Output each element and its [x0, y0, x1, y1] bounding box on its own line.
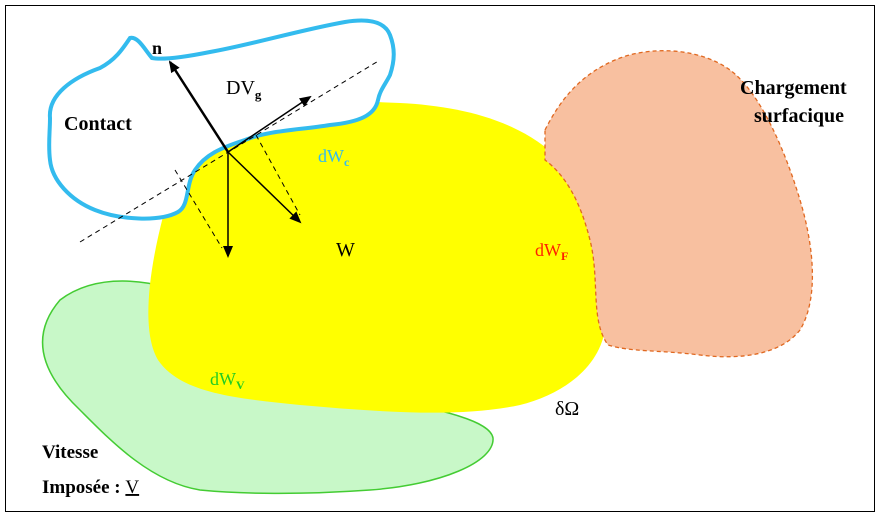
contact-label: Contact [64, 113, 132, 135]
dw-contact-sub: c [344, 155, 350, 169]
velocity-arrow [227, 151, 302, 224]
dw-force-sub: F [561, 249, 568, 263]
dw-velocity-label: dWV [210, 369, 245, 392]
imposed-velocity-label-line2: Imposée : V [42, 477, 139, 498]
normal-arrow [168, 60, 230, 153]
boundary-label: δΩ [555, 398, 579, 420]
dw-force-main: dW [535, 240, 561, 260]
dw-contact-label: dWc [318, 146, 350, 169]
surface-load-label-line2: surfacique [754, 105, 844, 127]
construction-line-right [255, 134, 301, 216]
diagram-frame [5, 5, 875, 512]
domain-region [148, 101, 607, 413]
normal-label: n [152, 38, 162, 58]
slip-velocity-arrow [227, 95, 312, 153]
surface-load-label-line1: Chargement [740, 77, 847, 99]
dw-velocity-sub: V [236, 378, 245, 392]
contact-region [47, 18, 396, 221]
dw-contact-main: dW [318, 146, 344, 166]
dw-force-label: dWF [535, 240, 568, 263]
dw-velocity-main: dW [210, 369, 236, 389]
slip-velocity-main: DV [226, 77, 255, 99]
imposed-velocity-text: Imposée : [42, 477, 125, 498]
slip-velocity-sub: g [255, 87, 262, 102]
imposed-velocity-label-line1: Vitesse [42, 442, 98, 463]
imposed-velocity-symbol: V [125, 477, 139, 498]
surface-load-region [544, 50, 814, 358]
construction-line-left [174, 169, 223, 249]
domain-w-label: W [336, 239, 355, 261]
slip-velocity-label: DVg [226, 77, 262, 102]
